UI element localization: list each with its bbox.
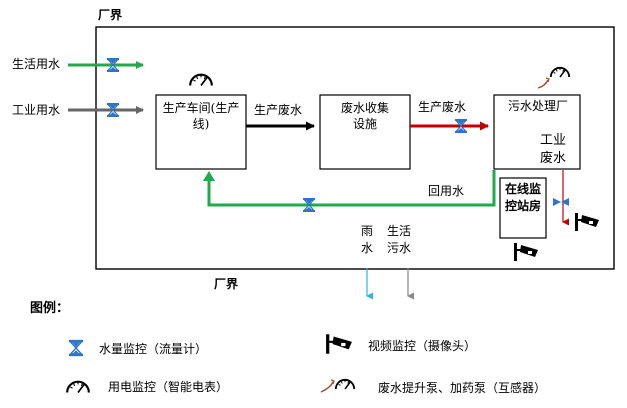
reuse-water-line	[207, 170, 496, 207]
legend-water-meter-label: 水量监控（流量计）	[99, 342, 208, 356]
domestic-water-label: 生活用水	[12, 57, 61, 71]
collection-box	[319, 94, 411, 170]
reuse-water-label: 回用水	[428, 184, 465, 198]
treatment-sub-label: 工业废水	[539, 133, 566, 166]
production-box	[155, 94, 247, 170]
factory-boundary-label: 厂界	[98, 8, 123, 22]
camera-icon	[575, 213, 599, 231]
monitor-room-box	[499, 177, 547, 239]
production-wastewater-label: 生产废水	[418, 100, 467, 114]
treatment-box	[493, 94, 581, 170]
legend-power-meter-icon	[66, 380, 90, 394]
legend-water-meter-icon	[69, 339, 83, 357]
power-meter-icon	[189, 73, 213, 87]
legend-pump-icon	[320, 378, 356, 393]
factory-boundary-label: 厂界	[214, 277, 239, 291]
legend-power-meter-label: 用电监控（智能电表）	[108, 380, 229, 394]
rain-water-label: 雨水	[360, 224, 373, 255]
industrial-water-label: 工业用水	[12, 103, 61, 117]
production-wastewater-label: 生产废水	[254, 103, 303, 117]
domestic-sewage-label: 生活污水	[386, 224, 411, 255]
legend-camera-icon	[326, 334, 352, 354]
production-label: 生产车间(生产线)	[162, 101, 240, 131]
monitor-room-label: 在线监控站房	[504, 182, 541, 213]
valve-icon	[553, 198, 569, 206]
legend-title: 图例：	[30, 301, 70, 316]
treatment-label: 污水处理厂	[508, 99, 569, 113]
camera-icon	[514, 243, 538, 261]
legend-camera-label: 视频监控（摄像头）	[368, 339, 477, 353]
pump-icon	[537, 66, 571, 89]
legend-pump-label: 废水提升泵、加药泵（互感器）	[378, 381, 547, 395]
factory-boundary	[95, 26, 615, 270]
reuse-water-arrowhead	[203, 171, 215, 181]
collection-label: 废水收集设施	[340, 101, 389, 131]
